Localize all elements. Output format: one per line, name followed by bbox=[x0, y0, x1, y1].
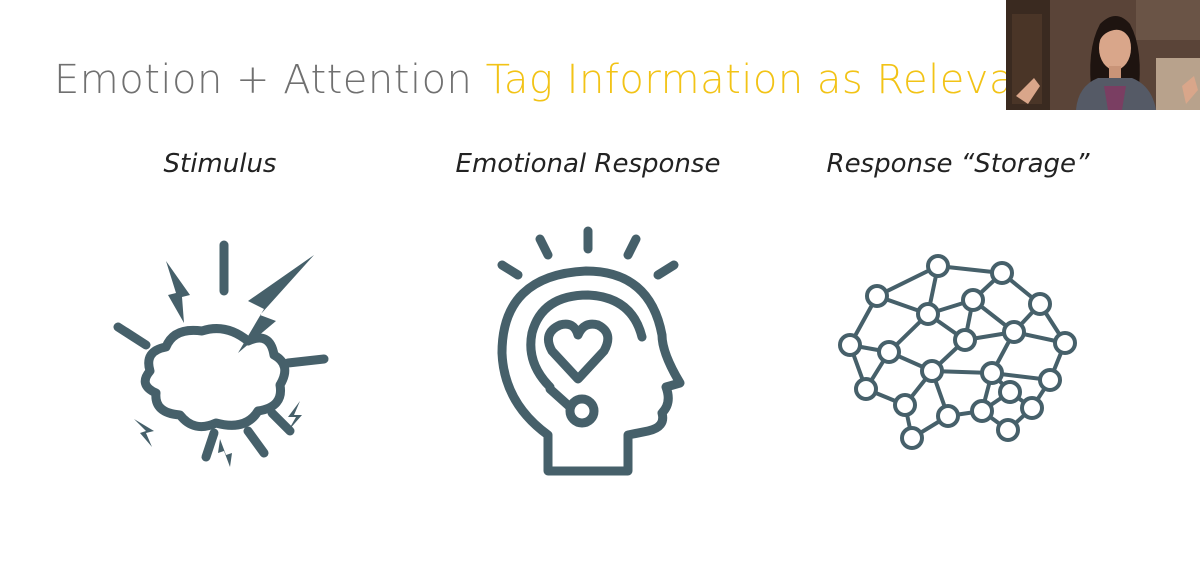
presenter-webcam bbox=[1006, 0, 1200, 110]
slide-title-highlight: Tag Information as Relevant bbox=[485, 57, 1057, 103]
slide-title: Emotion + Attention Tag Information as R… bbox=[54, 54, 1056, 106]
explosion-icon bbox=[113, 240, 329, 467]
label-stimulus: Stimulus bbox=[163, 149, 277, 179]
brain-network-icon bbox=[838, 254, 1077, 450]
label-emotional-response: Emotional Response bbox=[455, 149, 721, 179]
slide-title-part1: Emotion + Attention bbox=[54, 57, 473, 103]
label-response-storage: Response “Storage” bbox=[826, 149, 1090, 179]
presenter-video bbox=[1006, 0, 1200, 110]
head-heart-icon bbox=[497, 226, 685, 476]
